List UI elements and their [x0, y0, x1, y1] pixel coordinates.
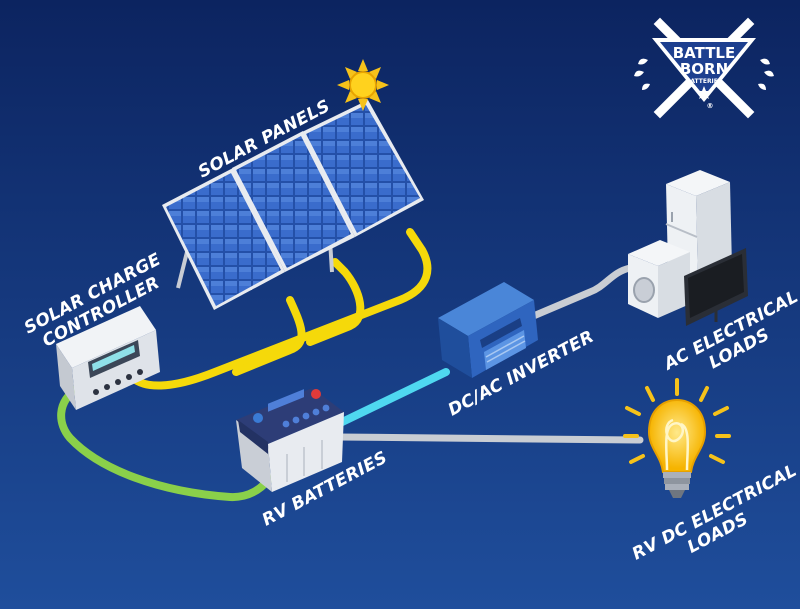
charge-wire: [57, 384, 274, 502]
charge-controller-icon: [56, 306, 160, 410]
solar-panel-icon: [162, 168, 285, 310]
dc-load-wire: [334, 433, 644, 444]
battle-born-logo: BATTLE BORN BATTERIES ®: [634, 17, 774, 119]
battery-icon: [236, 388, 344, 492]
washing-machine-icon: [628, 240, 690, 318]
solar-panel-icon: [302, 100, 424, 237]
logo-line-3: BATTERIES: [686, 78, 722, 85]
television-icon: [684, 248, 748, 326]
solar-wires: [124, 228, 432, 390]
light-bulb-icon: [623, 378, 731, 498]
sun-icon: [337, 59, 389, 111]
logo-line-1: BATTLE: [673, 44, 736, 62]
solar-panel-array: [162, 100, 424, 310]
solar-panel-icon: [232, 131, 355, 272]
logo-line-2: BORN: [680, 60, 728, 78]
logo-trademark: ®: [707, 102, 714, 110]
inverter-wire: [334, 368, 450, 428]
ac-load-wire: [520, 264, 634, 324]
inverter-icon: [438, 282, 538, 378]
